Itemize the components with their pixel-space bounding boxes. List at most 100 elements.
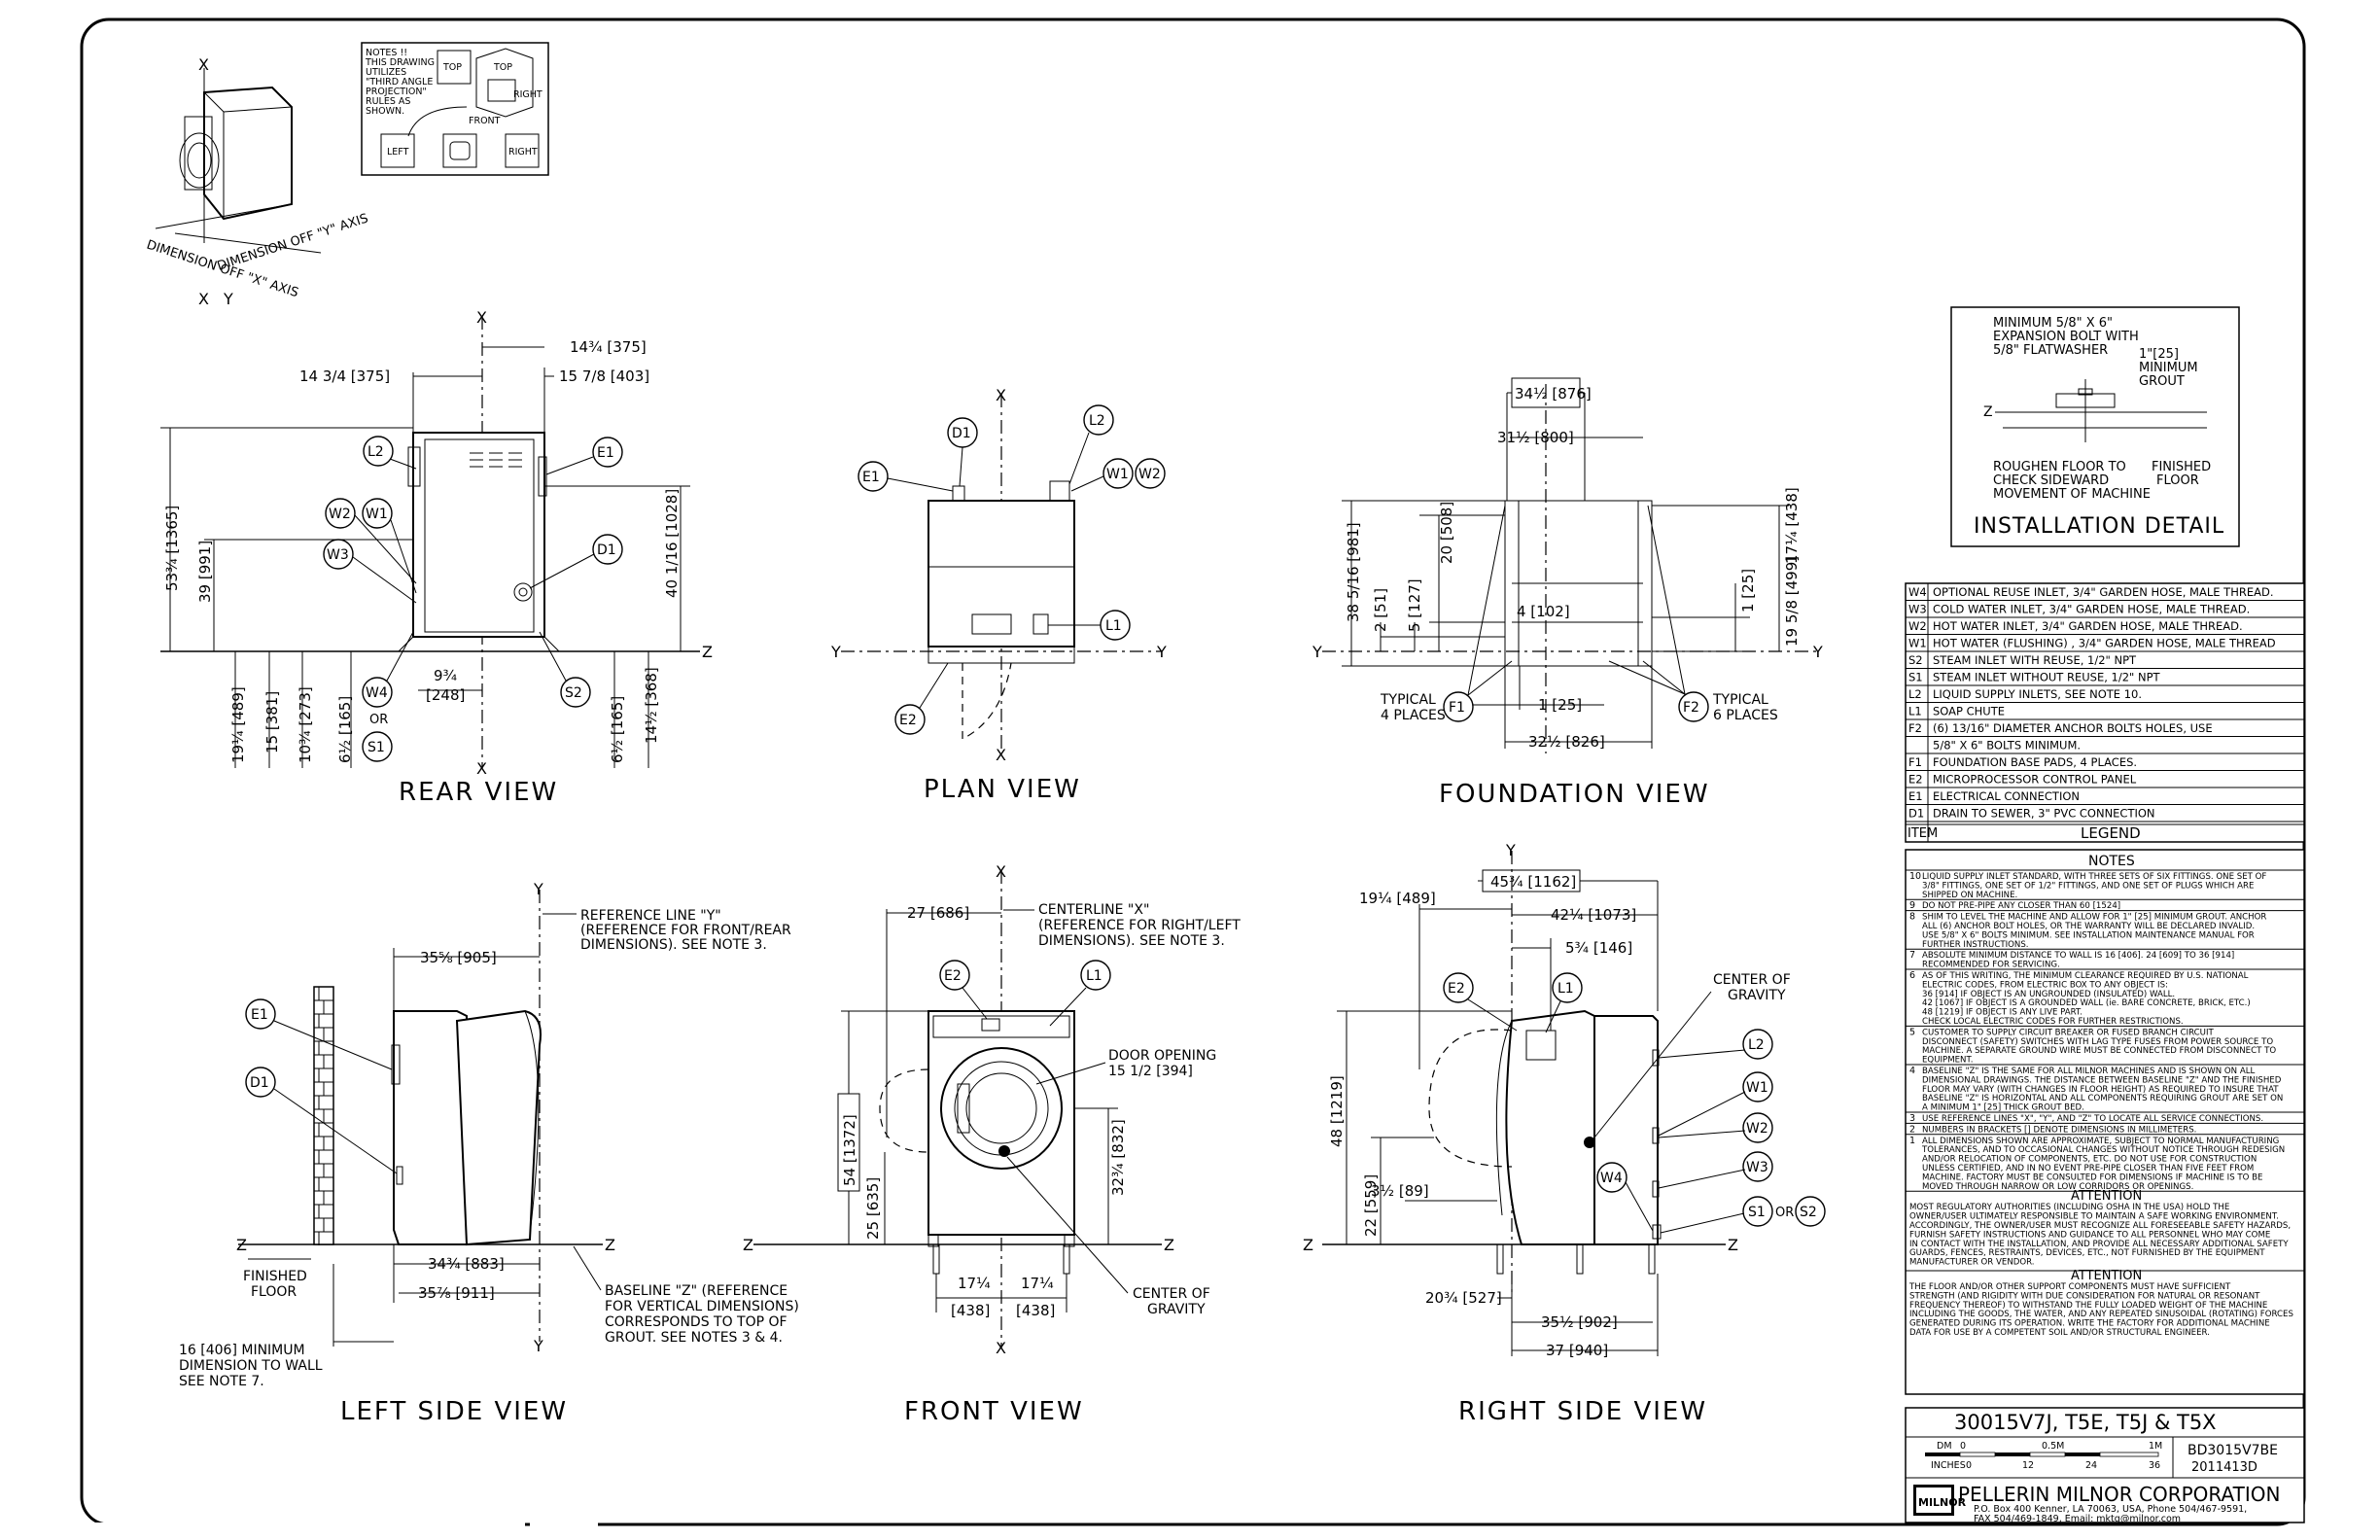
front-axis-z-right: Z xyxy=(1164,1236,1174,1254)
left-callout-D1: D1 xyxy=(250,1075,269,1091)
note-line: A MINIMUM 1" [25] THICK GROUT BED. xyxy=(1922,1103,2084,1113)
legend-item-text: OPTIONAL REUSE INLET, 3/4" GARDEN HOSE, … xyxy=(1933,585,2274,599)
rear-dim-b6: 14½ [368] xyxy=(643,667,660,744)
front-dim-d27: 27 [686] xyxy=(907,904,969,922)
right-dim-h22: 22 [559] xyxy=(1362,1174,1380,1237)
foundation-dim-top1: 34½ [876] xyxy=(1515,385,1592,402)
left-dim-d1: 34¾ [883] xyxy=(428,1255,505,1273)
rear-view: X X Z 53¾ [1365] 39 [991] 40 1/16 [1028]… xyxy=(160,308,713,807)
legend-item-text: ELECTRICAL CONNECTION xyxy=(1933,789,2080,803)
legend-item-text: COLD WATER INLET, 3/4" GARDEN HOSE, MALE… xyxy=(1933,603,2250,616)
projection-note-line: NOTES !! xyxy=(366,48,407,58)
plan-axis-x-bottom: X xyxy=(996,746,1006,764)
rear-callout-S2: S2 xyxy=(565,685,582,701)
note-line: ABSOLUTE MINIMUM DISTANCE TO WALL IS 16 … xyxy=(1922,951,2234,961)
projection-note-line: SHOWN. xyxy=(366,106,404,117)
front-cog-1: GRAVITY xyxy=(1147,1302,1206,1317)
install-grout-1: MINIMUM xyxy=(2139,361,2198,375)
right-axis-z-left: Z xyxy=(1303,1236,1313,1254)
plan-view-title: PLAN VIEW xyxy=(924,775,1081,804)
note-line: FURTHER INSTRUCTIONS. xyxy=(1922,940,2029,950)
right-dim-b3: 37 [940] xyxy=(1546,1342,1608,1359)
plan-callout-L2: L2 xyxy=(1089,413,1105,429)
brick-wall xyxy=(313,986,334,1245)
legend-item-code: S1 xyxy=(1908,671,1923,684)
right-axis-y: Y xyxy=(1505,841,1516,859)
rear-callout-S1: S1 xyxy=(368,740,385,755)
rear-callout-W3: W3 xyxy=(327,547,349,563)
legend-item-code: W3 xyxy=(1908,603,1927,616)
legend-item-text: HOT WATER INLET, 3/4" GARDEN HOSE, MALE … xyxy=(1933,619,2243,633)
attention-2-line: STRENGTH (AND RIGIDITY WITH DUE CONSIDER… xyxy=(1909,1291,2260,1301)
attention-1-line: MANUFACTURER OR VENDOR. xyxy=(1909,1258,2035,1268)
rear-dim-h2: 39 [991] xyxy=(196,541,214,603)
install-roughen-1: CHECK SIDEWARD xyxy=(1993,473,2109,488)
front-dim-b1a: 17¼ xyxy=(958,1275,991,1292)
note-line: BASELINE "Z" IS THE SAME FOR ALL MILNOR … xyxy=(1922,1067,2255,1076)
rear-dim-center-b: [248] xyxy=(426,686,465,704)
attention-1-line: IN CONTACT WITH THE INSTALLATION, AND PR… xyxy=(1909,1240,2289,1249)
front-door-0: DOOR OPENING xyxy=(1108,1048,1216,1064)
plan-callout-E2: E2 xyxy=(899,713,917,728)
foundation-dim-h3: 2 [51] xyxy=(1372,588,1389,632)
install-grout-0: 1"[25] xyxy=(2139,347,2179,362)
foundation-dim-h4: 5 [127] xyxy=(1406,578,1423,632)
rear-dim-b4: 6½ [165] xyxy=(336,696,354,763)
attention-1-line: MOST REGULATORY AUTHORITIES (INCLUDING O… xyxy=(1909,1203,2229,1212)
legend-item-text: SOAP CHUTE xyxy=(1933,705,2005,718)
rear-callout-L2: L2 xyxy=(368,444,384,460)
right-dim-h48: 48 [1219] xyxy=(1328,1075,1346,1147)
attention-1-line: OWNER/USER ULTIMATELY RESPONSIBLE TO MAI… xyxy=(1909,1212,2279,1222)
rear-dim-b1: 19¼ [489] xyxy=(229,686,247,763)
left-callout-E1: E1 xyxy=(251,1007,268,1023)
proj-top-label: TOP xyxy=(442,62,462,73)
legend-item-text: LIQUID SUPPLY INLETS, SEE NOTE 10. xyxy=(1933,687,2142,701)
note-line: ALL (6) ANCHOR BOLT HOLES, OR THE WARRAN… xyxy=(1922,922,2255,931)
note-number: 10 xyxy=(1909,871,1921,882)
projection-note-line: UTILIZES xyxy=(366,67,406,78)
title-drawing-no: BD3015V7BE xyxy=(2188,1443,2278,1458)
left-min-wall-2: SEE NOTE 7. xyxy=(179,1374,264,1389)
right-cog-1: GRAVITY xyxy=(1728,988,1786,1003)
right-dim-b1: 20¾ [527] xyxy=(1425,1289,1502,1307)
front-centerline-0: CENTERLINE "X" xyxy=(1038,902,1149,918)
note-number: 1 xyxy=(1909,1136,1915,1146)
note-line: DISCONNECT (SAFETY) SWITCHES WITH LAG TY… xyxy=(1922,1037,2273,1047)
right-cog-0: CENTER OF xyxy=(1713,972,1791,988)
isometric-axis-icon: X DIMENSION OFF "X" AXIS DIMENSION OFF "… xyxy=(145,55,370,308)
note-line: BASELINE "Z" IS HORIZONTAL AND ALL COMPO… xyxy=(1922,1094,2283,1103)
note-number: 3 xyxy=(1909,1113,1915,1124)
right-callout-E2: E2 xyxy=(1448,981,1465,997)
left-ref-y-0: REFERENCE LINE "Y" xyxy=(580,908,721,924)
proj-left-label: LEFT xyxy=(387,147,409,158)
install-title: INSTALLATION DETAIL xyxy=(1974,514,2224,539)
foundation-typical6-b: 6 PLACES xyxy=(1713,708,1778,723)
left-axis-y-top: Y xyxy=(533,880,543,898)
left-min-wall-1: DIMENSION TO WALL xyxy=(179,1358,323,1374)
note-line: 42 [1067] IF OBJECT IS A GROUNDED WALL (… xyxy=(1922,998,2251,1008)
foundation-axis-y-right: Y xyxy=(1812,643,1823,661)
right-view-title: RIGHT SIDE VIEW xyxy=(1458,1397,1707,1426)
front-centerline-1: (REFERENCE FOR RIGHT/LEFT xyxy=(1038,918,1241,933)
left-finished-floor-0: FINISHED xyxy=(243,1269,307,1284)
front-dim-b2a: 17¼ xyxy=(1021,1275,1054,1292)
note-line: LIQUID SUPPLY INLET STANDARD, WITH THREE… xyxy=(1922,872,2266,882)
rear-dim-h3: 40 1/16 [1028] xyxy=(663,489,681,598)
plan-callout-E1: E1 xyxy=(862,470,880,485)
legend-title: LEGEND xyxy=(2081,824,2141,842)
foundation-dim-h7: 1 [25] xyxy=(1739,569,1757,612)
legend-item-code: L1 xyxy=(1908,705,1922,718)
projection-note-line: PROJECTION" xyxy=(366,87,427,97)
note-line: EQUIPMENT. xyxy=(1922,1056,1973,1066)
scale-inches: INCHES xyxy=(1931,1460,1966,1471)
note-line: FLOOR MAY VARY (WITH CHANGES IN FLOOR HE… xyxy=(1922,1085,2279,1095)
attention-1-line: ACCORDINGLY, THE OWNER/USER MUST RECOGNI… xyxy=(1909,1221,2291,1231)
install-z: Z xyxy=(1983,404,1993,420)
note-line: UNLESS CERTIFIED, AND IN NO EVENT PRE-PI… xyxy=(1922,1164,2254,1173)
plan-callout-W2: W2 xyxy=(1138,467,1161,482)
foundation-dim-bot2: 32½ [826] xyxy=(1528,733,1605,751)
note-line: SHIPPED ON MACHINE. xyxy=(1922,891,2017,900)
right-callout-W1: W1 xyxy=(1746,1080,1768,1096)
front-view: X X Z Z 27 [686] CENTERLINE "X" (REFEREN… xyxy=(743,862,1241,1426)
